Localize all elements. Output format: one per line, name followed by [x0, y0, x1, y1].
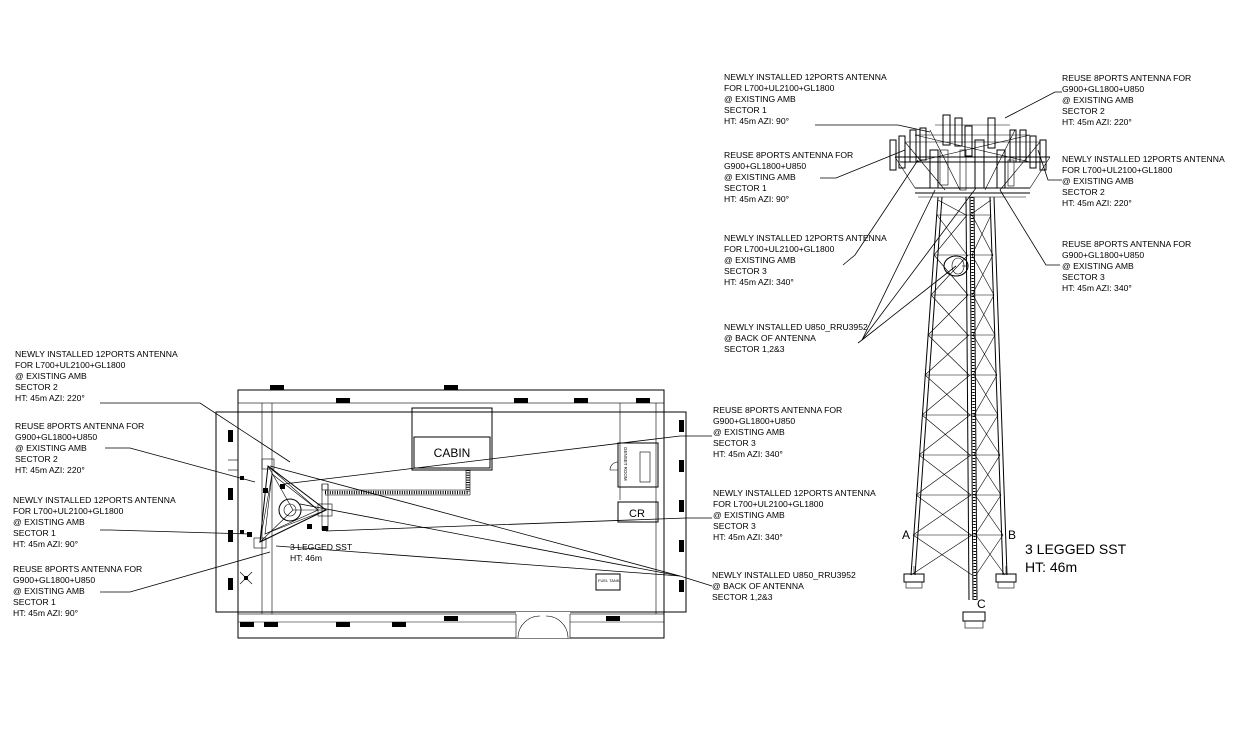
- plan-callout-rru: NEWLY INSTALLED U850_RRU3952 @ BACK OF A…: [712, 570, 858, 602]
- elev-callout-sector2-reuse: REUSE 8PORTS ANTENNA FOR G900+GL1800+U85…: [1062, 73, 1194, 127]
- plan-tower-label: 3 LEGGED SST: [290, 542, 353, 552]
- elevation-leaders: [815, 91, 1062, 344]
- cr-label: CR: [629, 508, 645, 520]
- genset-room-label: GENSET ROOM: [623, 447, 628, 481]
- footing-b: [995, 566, 1017, 589]
- gate: [515, 612, 571, 639]
- elev-callout-sector1-reuse: REUSE 8PORTS ANTENNA FOR G900+GL1800+U85…: [724, 150, 856, 204]
- plan-callout-sector3-new: NEWLY INSTALLED 12PORTS ANTENNA FOR L700…: [713, 488, 878, 542]
- leg-c-label: C: [977, 597, 986, 611]
- plan-callout-sector2-new: NEWLY INSTALLED 12PORTS ANTENNA FOR L700…: [15, 349, 180, 403]
- site-plan: CABIN GENSET ROOM CR FUEL TANK: [13, 349, 878, 639]
- elev-callout-sector1-new: NEWLY INSTALLED 12PORTS ANTENNA FOR L700…: [724, 72, 889, 126]
- footing-a: [903, 566, 925, 589]
- tower-lattice: [910, 196, 1008, 601]
- cabin-label: CABIN: [434, 446, 471, 460]
- fuel-tank: [595, 573, 621, 591]
- elev-callout-sector2-new: NEWLY INSTALLED 12PORTS ANTENNA FOR L700…: [1062, 154, 1227, 208]
- plan-leaders: [100, 402, 713, 593]
- plan-compound-inner: [237, 402, 665, 615]
- antenna-panels: [889, 114, 1047, 191]
- leg-a-label: A: [902, 528, 910, 542]
- plan-compound-outer: [237, 389, 665, 639]
- tower-plan: [239, 458, 333, 585]
- tower-elevation: A B C 3 LEGGED SST HT: 46m NEWLY INSTALL…: [724, 72, 1227, 629]
- plan-callout-sector1-reuse: REUSE 8PORTS ANTENNA FOR G900+GL1800+U85…: [13, 564, 145, 618]
- plan-outer-wall: [215, 411, 687, 613]
- genset-room: [617, 442, 659, 488]
- plan-callout-sector3-reuse: REUSE 8PORTS ANTENNA FOR G900+GL1800+U85…: [713, 405, 845, 459]
- wall-posts: [228, 385, 684, 627]
- fuel-tank-label: FUEL TANK: [598, 578, 620, 583]
- plan-tower-height: HT: 46m: [290, 553, 322, 563]
- elev-callout-rru: NEWLY INSTALLED U850_RRU3952 @ BACK OF A…: [724, 322, 870, 354]
- cr-room: [617, 501, 659, 523]
- cabin-label-box: [413, 436, 491, 469]
- elev-callout-sector3-new: NEWLY INSTALLED 12PORTS ANTENNA FOR L700…: [724, 233, 889, 287]
- plan-callout-sector2-reuse: REUSE 8PORTS ANTENNA FOR G900+GL1800+U85…: [15, 421, 147, 475]
- leg-b-label: B: [1008, 528, 1016, 542]
- elevation-tower-label: 3 LEGGED SST: [1025, 541, 1127, 557]
- cabin-block: [411, 407, 493, 471]
- plan-callout-sector1-new: NEWLY INSTALLED 12PORTS ANTENNA FOR L700…: [13, 495, 178, 549]
- elev-callout-sector3-reuse: REUSE 8PORTS ANTENNA FOR G900+GL1800+U85…: [1062, 239, 1194, 293]
- footing-c: [962, 611, 986, 629]
- elevation-tower-height: HT: 46m: [1025, 559, 1077, 575]
- dish: [943, 255, 969, 277]
